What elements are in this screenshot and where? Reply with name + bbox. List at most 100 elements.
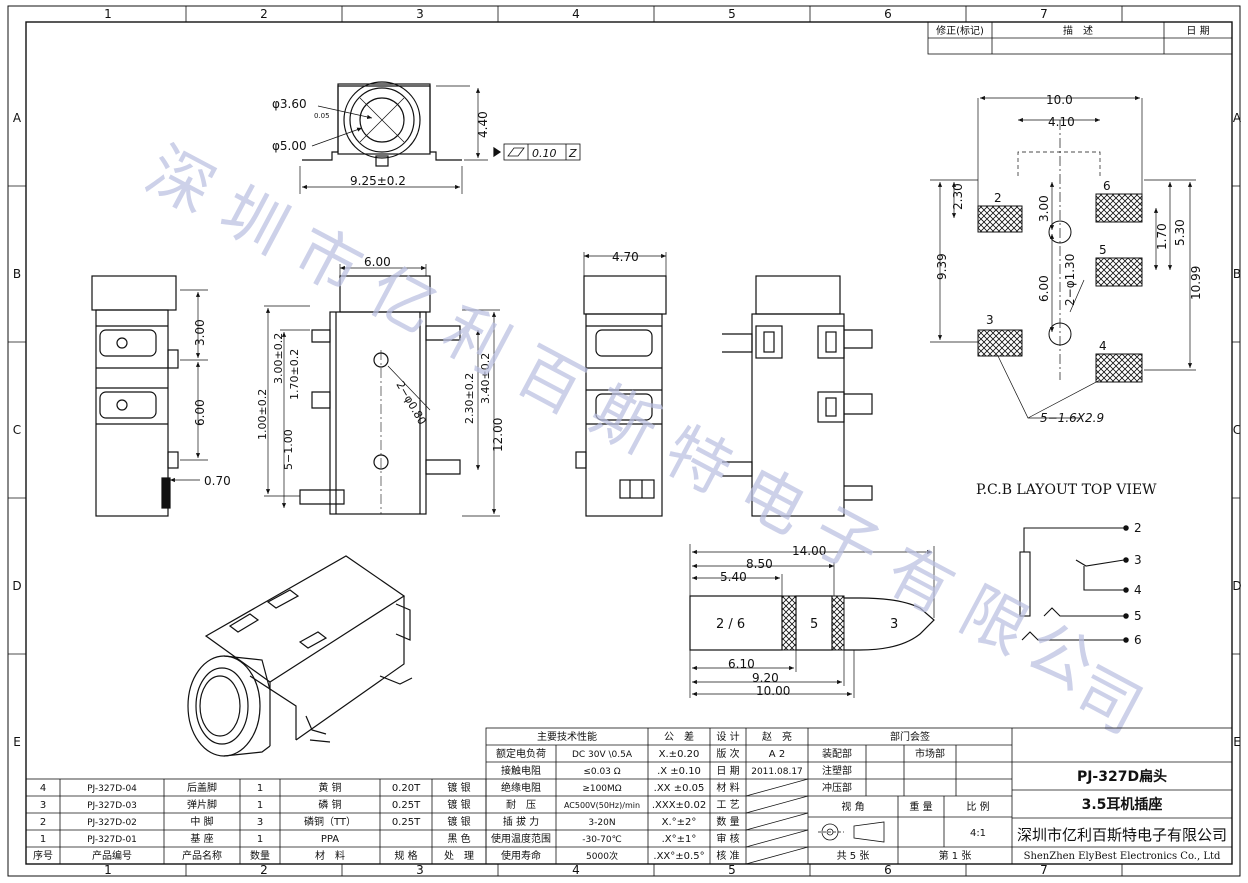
spec-label-6: 审 核 [716, 832, 739, 845]
pcb-layout [930, 95, 1196, 419]
dim-pcb-hole: 2−φ1.30 [1063, 254, 1077, 306]
schematic-pins: 2 3 4 5 6 [1134, 521, 1142, 647]
spec-key-7: 使用寿命 [501, 849, 541, 862]
top-view [264, 264, 500, 517]
bom-row-1-spec: 0.20T [392, 783, 421, 794]
grid-row-e: E [13, 735, 21, 749]
watermark-char-2: 圳 [208, 174, 299, 269]
grid-col-2: 2 [260, 7, 268, 21]
dim-front-h440: 4.40 [476, 111, 490, 138]
spec-label-2: 日 期 [716, 765, 739, 777]
spec-table: 主要技术性能 公 差 设 计 赵 亮 部门会签 额定电负荷 DC 30V \0.… [485, 727, 1233, 865]
bom-row-4-no: 1 [40, 834, 46, 845]
flatness-value: 0.10 [532, 147, 557, 160]
dim-side-470: 4.70 [612, 250, 639, 264]
right-side-dims: 4.70 [612, 250, 639, 264]
dim-pcb-230: 2.30 [951, 183, 965, 210]
grid-row-d: D [12, 579, 21, 593]
spec-dept: 部门会签 [890, 730, 930, 743]
left-side-view [91, 275, 208, 517]
grid-col-3-bottom: 3 [416, 863, 424, 877]
pcb-pad-5 [1095, 257, 1143, 287]
spec-tol-2: .X ±0.10 [657, 766, 701, 777]
plug-segment-2: 5 [810, 617, 818, 632]
spec-tol-4: .XXX±0.02 [652, 800, 706, 811]
dim-pcb-pad: 5−1.6X2.9 [1040, 411, 1104, 425]
bom-row-2-code: PJ-327D-03 [87, 801, 137, 811]
bom-header-qty: 数量 [250, 849, 270, 862]
dim-front-d500: φ5.00 [272, 139, 307, 153]
grid-row-b-right: B [1233, 267, 1241, 281]
grid-col-7: 7 [1040, 7, 1048, 21]
spec-designer: 赵 亮 [762, 730, 792, 743]
bom-row-2-qty: 1 [257, 800, 263, 811]
pcb-pad-label-2: 2 [994, 191, 1002, 205]
grid-col-5: 5 [728, 7, 736, 21]
bom-row-1-no: 4 [40, 783, 46, 794]
dim-plug-1400: 14.00 [792, 544, 826, 558]
bom-row-3-material: 磷铜（TT） [304, 815, 356, 828]
part-number: PJ-327D扁头 [1077, 768, 1167, 785]
scale-label: 比 例 [966, 800, 989, 813]
grid-col-4-bottom: 4 [572, 863, 580, 877]
watermark-char-8: 特 [652, 414, 743, 509]
schematic-pin-6: 6 [1134, 633, 1142, 647]
bom-row-4-name: 基 座 [190, 832, 213, 845]
watermark-char-11: 有 [874, 534, 965, 629]
spec-val-5: 3-20N [588, 818, 615, 828]
dim-front-width: 9.25±0.2 [350, 174, 406, 188]
sheet-total: 共 5 张 [837, 850, 870, 862]
bom-row-2-finish: 镀 银 [447, 798, 470, 811]
bom-header-no: 序号 [33, 849, 53, 862]
spec-dept-1: 装配部 [822, 747, 852, 760]
spec-tol-6: .X°±1° [662, 834, 697, 845]
dim-340-tol: 3.40±0.2 [479, 353, 492, 404]
bom-row-2-material: 磷 铜 [318, 798, 341, 811]
part-name: 3.5耳机插座 [1082, 796, 1163, 813]
bom-row-1-code: PJ-327D-04 [87, 784, 137, 794]
company-cn: 深圳市亿利百斯特电子有限公司 [1017, 826, 1227, 844]
bom-row-2-no: 3 [40, 800, 46, 811]
spec-key-3: 绝缘电阻 [501, 781, 541, 794]
spec-val-4: AC500V(50Hz)/min [564, 801, 640, 810]
spec-label-4: 工 艺 [716, 799, 739, 811]
revision-date-header: 日 期 [1186, 25, 1209, 37]
bom-row-3-code: PJ-327D-02 [87, 818, 137, 828]
dim-300-tol: 3.00±0.2 [272, 333, 285, 384]
pcb-pad-label-5: 5 [1099, 243, 1107, 257]
spec-tol-5: X.°±2° [662, 817, 697, 828]
pcb-pad-label-4: 4 [1099, 339, 1107, 353]
bom-header-spec: 规 格 [394, 849, 417, 862]
company-en: ShenZhen ElyBest Electronics Co., Ltd [1024, 851, 1221, 862]
grid-row-labels: A B C D E A B C D E [12, 111, 1242, 749]
plug-segment-3: 3 [890, 617, 898, 632]
spec-value-1: A 2 [769, 749, 785, 760]
spec-val-7: 5000次 [586, 850, 618, 862]
watermark-char-1: 深 [134, 134, 225, 229]
pcb-pad-2 [977, 205, 1023, 233]
dim-left-070: 0.70 [204, 474, 231, 488]
spec-key-4: 耐 压 [506, 798, 536, 811]
spec-val-2: ≤0.03 Ω [583, 767, 620, 777]
front-view [299, 81, 581, 194]
pcb-view-title: P.C.B LAYOUT TOP VIEW [976, 482, 1157, 498]
bom-header-finish: 处 理 [444, 850, 474, 862]
isometric-view [187, 555, 413, 757]
dim-top-600: 6.00 [364, 255, 391, 269]
grid-row-c-right: C [1233, 423, 1241, 437]
pcb-pad-label-3: 3 [986, 313, 994, 327]
watermark-char-6: 百 [504, 334, 595, 429]
dim-pcb-300: 3.00 [1037, 195, 1051, 222]
watermark-char-5: 利 [430, 294, 521, 389]
bom-row-4-material: PPA [321, 834, 339, 845]
grid-column-labels: 1 2 3 4 5 6 7 1 2 3 4 5 6 7 [104, 7, 1048, 877]
dim-pcb-410: 4.10 [1048, 115, 1075, 129]
schematic-pin-3: 3 [1134, 553, 1142, 567]
left-side-dims: 3.00 6.00 0.70 [193, 319, 231, 488]
grid-col-4: 4 [572, 7, 580, 21]
bom-row-3-qty: 3 [257, 817, 263, 828]
watermark-char-10: 子 [800, 494, 891, 589]
flatness-datum: Z [568, 147, 577, 160]
bom-row-4-code: PJ-327D-01 [87, 835, 137, 845]
